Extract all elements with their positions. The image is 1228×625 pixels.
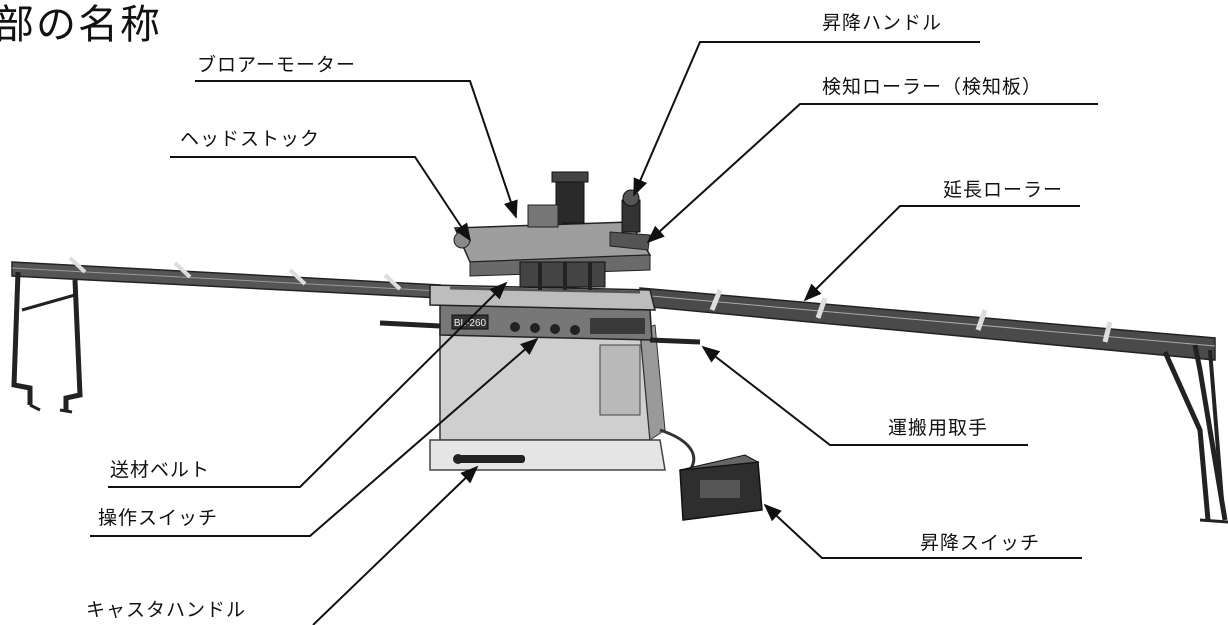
label-extension-roller: 延長ローラー [943,179,1064,201]
label-headstock: ヘッドストック [180,128,321,150]
feed-belt [429,284,656,311]
label-caster-handle: キャスタハンドル [86,599,247,621]
left-extension-table [11,256,441,414]
leader-lift-handle [633,41,980,197]
model-plate: BL-260 [454,318,487,329]
label-detection-roller: 検知ローラー（検知板） [822,76,1043,98]
leader-headstock [170,156,471,242]
machine-body: BL-260 [379,304,701,471]
label-blower-motor: ブロアーモーター [197,54,356,76]
leader-blower-motor [195,80,518,219]
lift-switch-box [679,454,763,521]
diagram-title: 部の名称 [0,2,162,48]
leader-lift-switch [763,503,1082,559]
leader-extension-roller [803,205,1080,302]
leader-carry-handle [701,345,1028,446]
leader-lines [90,41,1098,625]
leader-caster-handle [312,465,479,625]
leader-feed-belt [108,281,508,488]
leader-operation-switch [90,337,539,537]
label-lift-handle: 昇降ハンドル [822,12,943,34]
label-feed-belt: 送材ベルト [110,459,211,481]
label-operation-switch: 操作スイッチ [98,507,219,529]
leader-detection-roller [646,103,1098,244]
right-extension-table [639,287,1228,524]
label-carry-handle: 運搬用取手 [888,417,989,439]
label-lift-switch: 昇降スイッチ [920,532,1041,554]
headstock [453,171,652,290]
